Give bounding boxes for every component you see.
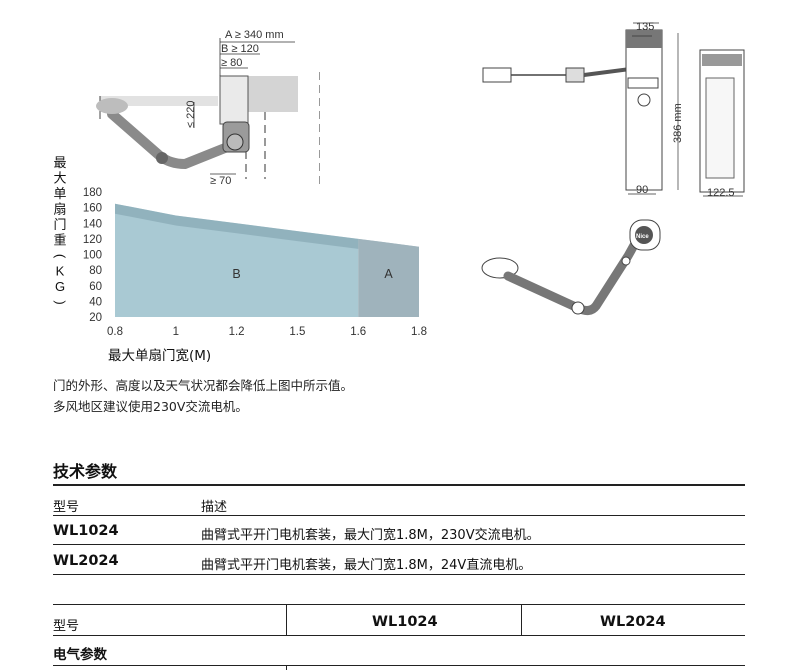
row-desc-2: 曲臂式平开门电机套装，最大门宽1.8M，24V直流电机。 — [201, 558, 532, 573]
dim-b-label: B ≥ 120 — [221, 43, 259, 55]
y-tick-label: 160 — [83, 203, 102, 215]
spec-header-label: 型号 — [53, 619, 80, 634]
y-axis-title-char: 门 — [53, 217, 66, 232]
spec-header-wl1024: WL1024 — [372, 614, 438, 630]
y-axis-title-char: 单 — [53, 186, 66, 201]
y-tick-label: 80 — [89, 265, 102, 277]
dim-80-label: ≥ 80 — [221, 57, 242, 69]
x-tick-label: 1.6 — [350, 326, 366, 338]
y-axis-title-char: K — [56, 264, 65, 279]
series-top-band — [115, 203, 419, 257]
spec-section-electrical: 电气参数 — [53, 647, 107, 663]
note-line-2: 多风地区建议使用230V交流电机。 — [53, 399, 248, 414]
y-axis-title-char: ) — [53, 300, 68, 304]
y-axis-title-char: 最 — [53, 155, 66, 170]
y-tick-label: 120 — [83, 234, 102, 246]
motor-dimension-drawing: 135 386 mm 90 122.5 — [482, 21, 745, 199]
section-title: 技术参数 — [53, 462, 118, 481]
x-tick-label: 1.5 — [289, 326, 305, 338]
x-tick-label: 1.8 — [411, 326, 427, 338]
header-model: 型号 — [53, 500, 80, 515]
row-desc-1: 曲臂式平开门电机套装，最大门宽1.8M，230V交流电机。 — [201, 528, 540, 543]
dim-386: 386 mm — [672, 103, 684, 143]
x-axis-title: 最大单扇门宽(M) — [108, 348, 212, 364]
logo-text: Nice — [636, 234, 649, 240]
rule-top — [53, 484, 745, 486]
x-tick-label: 1.2 — [229, 326, 245, 338]
row-model-2: WL2024 — [53, 553, 119, 569]
arm-illustration: Nice — [481, 219, 661, 316]
y-tick-label: 100 — [83, 250, 102, 262]
installation-diagram: A ≥ 340 mm B ≥ 120 ≥ 80 ≤ 220 ≥ 70 — [96, 29, 320, 187]
y-axis-title-char: 大 — [53, 171, 66, 186]
y-axis-title-char: ( — [53, 254, 68, 259]
header-desc: 描述 — [201, 500, 228, 515]
note-line-1: 门的外形、高度以及天气状况都会降低上图中所示值。 — [53, 378, 354, 393]
y-axis-title-char: 重 — [53, 233, 66, 248]
row-model-1: WL1024 — [53, 523, 119, 539]
dim-90: 90 — [636, 184, 648, 196]
spec-header-wl2024: WL2024 — [600, 614, 666, 630]
y-tick-label: 140 — [83, 218, 102, 230]
x-tick-label: 1 — [173, 326, 179, 338]
y-tick-label: 40 — [89, 296, 102, 308]
y-tick-label: 180 — [83, 187, 102, 199]
dim-a-label: A ≥ 340 mm — [225, 29, 284, 41]
y-axis-title-char: 扇 — [53, 202, 66, 217]
dim-122-5: 122.5 — [707, 187, 735, 199]
y-tick-label: 20 — [89, 312, 102, 324]
x-tick-label: 0.8 — [107, 326, 123, 338]
dim-135: 135 — [636, 21, 654, 33]
y-axis-title-char: G — [55, 279, 65, 294]
dim-70-label: ≥ 70 — [210, 175, 231, 187]
region-a-area — [358, 238, 419, 317]
y-tick-label: 60 — [89, 281, 102, 293]
region-label: B — [232, 267, 240, 281]
dim-220-label: ≤ 220 — [185, 101, 197, 128]
region-label: A — [384, 267, 393, 281]
